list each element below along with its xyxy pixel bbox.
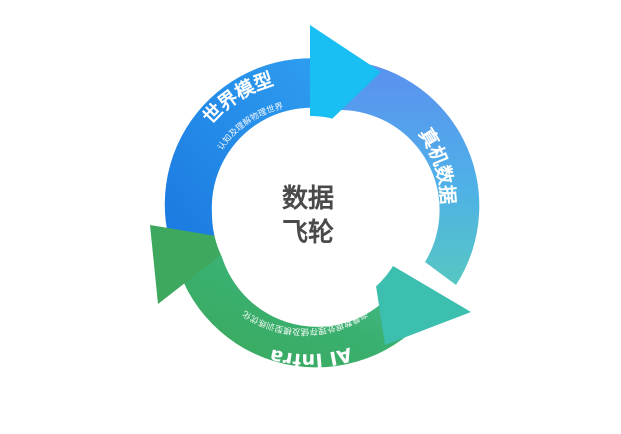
arrow-right-icon	[371, 253, 471, 345]
center-disc	[212, 116, 408, 312]
arrow-top-icon	[310, 25, 381, 140]
segment-real-data	[340, 60, 480, 285]
segment-world-model	[164, 58, 333, 259]
center-title-line1: 数据	[282, 184, 334, 214]
center-title-line2: 飞轮	[282, 218, 334, 248]
segment-ai-infra	[176, 250, 438, 368]
